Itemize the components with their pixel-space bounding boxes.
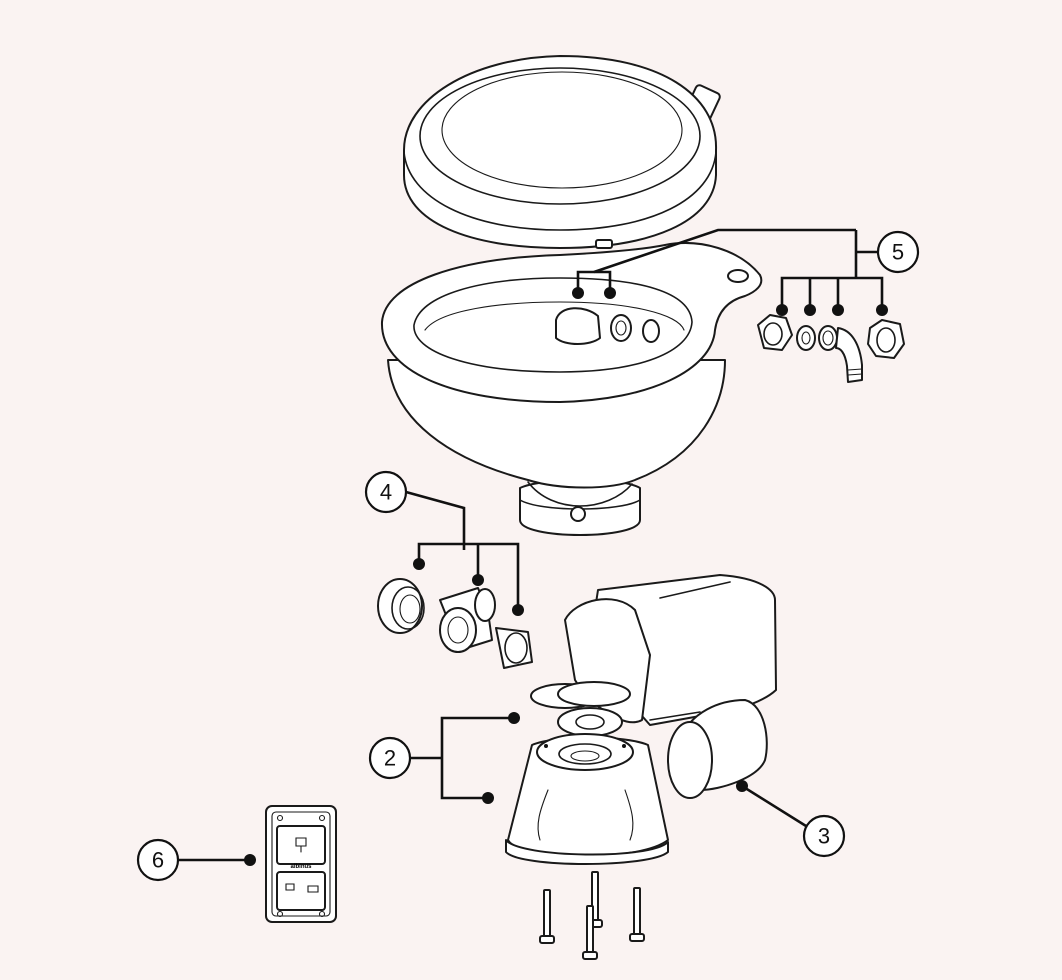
callout-5-label: 5 <box>892 240 904 265</box>
callout-3-label: 3 <box>818 824 830 849</box>
callout-6-label: 6 <box>152 848 164 873</box>
callout-3: 3 <box>802 814 846 858</box>
callout-2-label: 2 <box>384 746 396 771</box>
pump-and-motor-assembly <box>505 574 777 865</box>
leader-dots <box>244 287 888 866</box>
mounting-screws <box>539 871 645 960</box>
leader-lines <box>178 228 884 862</box>
toilet-bowl <box>380 242 763 536</box>
item4-joker-valve-parts <box>377 578 533 669</box>
control-panel: albinus <box>265 805 337 923</box>
toilet-seat-lid <box>403 55 721 249</box>
callout-6: 6 <box>136 838 180 882</box>
item5-fittings <box>757 314 905 383</box>
callout-2: 2 <box>368 736 412 780</box>
callout-4-label: 4 <box>380 480 392 505</box>
callout-5: 5 <box>876 230 920 274</box>
callout-4: 4 <box>364 470 408 514</box>
panel-brand-label: albinus <box>290 864 312 870</box>
